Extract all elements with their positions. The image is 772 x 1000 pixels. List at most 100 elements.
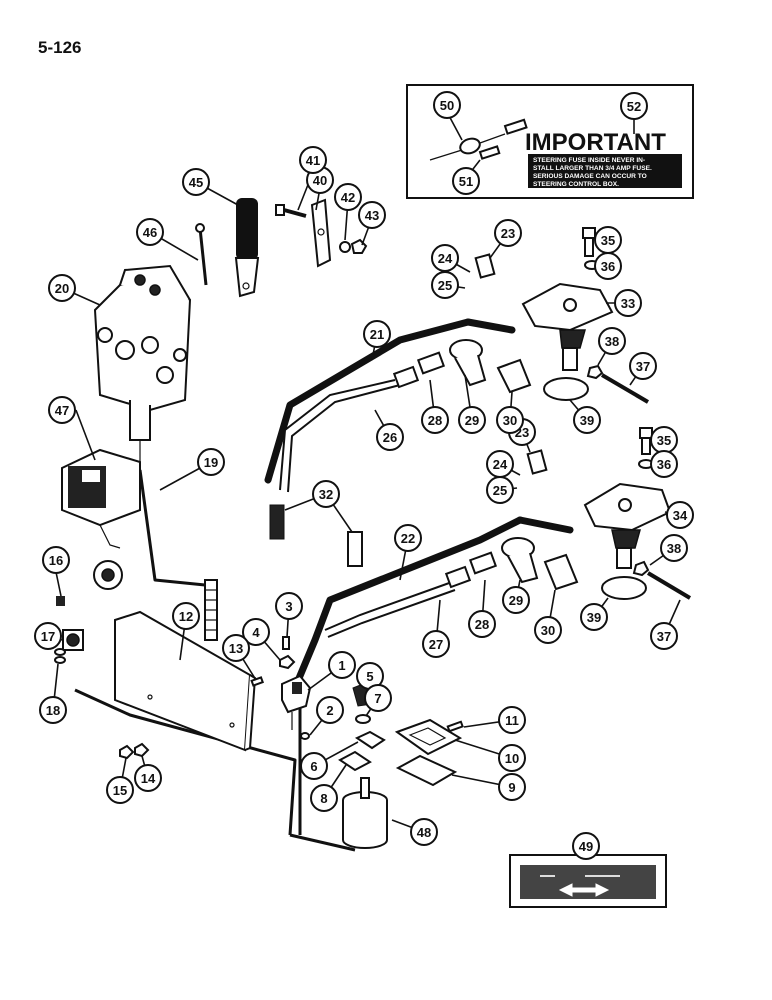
callout-label: 38 <box>605 334 619 349</box>
callout-label: 32 <box>319 487 333 502</box>
callout-24: 24 <box>487 451 513 477</box>
callout-1: 1 <box>329 652 355 678</box>
warning-line-4: STEERING CONTROL BOX. <box>533 181 619 188</box>
callout-38: 38 <box>661 535 687 561</box>
callout-29: 29 <box>503 587 529 613</box>
callout-label: 28 <box>475 617 489 632</box>
washer-18-a <box>55 649 65 655</box>
callout-51: 51 <box>453 168 479 194</box>
callout-18: 18 <box>40 697 66 723</box>
callout-35: 35 <box>595 227 621 253</box>
sleeve-32-b <box>348 532 362 566</box>
callout-label: 28 <box>428 413 442 428</box>
callout-label: 27 <box>429 637 443 652</box>
callout-21: 21 <box>364 321 390 347</box>
callout-16: 16 <box>43 547 69 573</box>
plate-6 <box>357 732 384 748</box>
callout-36: 36 <box>595 253 621 279</box>
callout-9: 9 <box>499 774 525 800</box>
callout-50: 50 <box>434 92 460 118</box>
callout-label: 34 <box>673 508 688 523</box>
callout-28: 28 <box>422 407 448 433</box>
callout-label: 33 <box>621 296 635 311</box>
callout-label: 29 <box>509 593 523 608</box>
callout-label: 38 <box>667 541 681 556</box>
connector-16 <box>56 596 65 606</box>
callout-41: 41 <box>300 147 326 173</box>
callout-label: 30 <box>541 623 555 638</box>
callout-label: 16 <box>49 553 63 568</box>
connector-17 <box>63 630 83 650</box>
callout-15: 15 <box>107 777 133 803</box>
fitting-30-upper <box>498 360 530 392</box>
callout-label: 12 <box>179 609 193 624</box>
callout-49: 49 <box>573 833 599 859</box>
callout-label: 10 <box>505 751 519 766</box>
callout-label: 52 <box>627 99 641 114</box>
callout-30: 30 <box>497 407 523 433</box>
pin-37-lower <box>634 562 690 598</box>
callout-27: 27 <box>423 631 449 657</box>
bolt-3 <box>283 637 289 649</box>
pin <box>196 224 206 285</box>
callout-label: 24 <box>438 251 453 266</box>
callout-label: 36 <box>657 457 671 472</box>
callout-label: 37 <box>657 629 671 644</box>
callout-label: 29 <box>465 413 479 428</box>
callout-2: 2 <box>317 697 343 723</box>
callout-label: 45 <box>189 175 203 190</box>
callout-43: 43 <box>359 202 385 228</box>
callout-35: 35 <box>651 427 677 453</box>
warning-line-3: SERIOUS DAMAGE CAN OCCUR TO <box>533 173 647 180</box>
screw-11 <box>448 722 463 731</box>
callout-20: 20 <box>49 275 75 301</box>
callout-19: 19 <box>198 449 224 475</box>
bracket <box>312 200 330 266</box>
o-ring-upper <box>544 378 588 400</box>
fitting-30-lower <box>545 555 577 589</box>
callout-8: 8 <box>311 785 337 811</box>
callout-30: 30 <box>535 617 561 643</box>
callout-37: 37 <box>651 623 677 649</box>
callout-45: 45 <box>183 169 209 195</box>
bolt-35-upper <box>583 228 595 256</box>
callout-label: 25 <box>493 483 507 498</box>
callout-label: 9 <box>508 780 515 795</box>
callout-label: 47 <box>55 403 69 418</box>
callout-label: 39 <box>587 610 601 625</box>
warning-line-2: STALL LARGER THAN 3/4 AMP FUSE. <box>533 165 652 172</box>
callout-label: 13 <box>229 641 243 656</box>
callout-6: 6 <box>301 753 327 779</box>
callout-label: 21 <box>370 327 384 342</box>
washer-42 <box>340 242 350 252</box>
callout-label: 39 <box>580 413 594 428</box>
callout-label: 3 <box>285 599 292 614</box>
relay-48 <box>343 778 387 848</box>
callout-label: 25 <box>438 278 452 293</box>
elbow-29-upper <box>450 340 485 385</box>
callout-label: 14 <box>141 771 156 786</box>
callout-label: 22 <box>401 531 415 546</box>
callout-label: 2 <box>326 703 333 718</box>
callout-33: 33 <box>615 290 641 316</box>
callout-label: 42 <box>341 190 355 205</box>
callout-25: 25 <box>432 272 458 298</box>
callout-label: 20 <box>55 281 69 296</box>
callout-label: 23 <box>501 226 515 241</box>
callout-label: 36 <box>601 259 615 274</box>
callout-label: 15 <box>113 783 127 798</box>
callout-label: 35 <box>601 233 615 248</box>
nut-7 <box>356 715 370 723</box>
callout-label: 17 <box>41 629 55 644</box>
control-box <box>62 450 140 589</box>
spacer-23-upper <box>476 255 495 278</box>
decal-49 <box>510 855 666 907</box>
callout-17: 17 <box>35 623 61 649</box>
callout-label: 18 <box>46 703 60 718</box>
callout-48: 48 <box>411 819 437 845</box>
callout-label: 48 <box>417 825 431 840</box>
callout-label: 35 <box>657 433 671 448</box>
callout-label: 19 <box>204 455 218 470</box>
important-title: IMPORTANT <box>525 129 666 156</box>
steering-cylinder-upper <box>523 284 612 370</box>
